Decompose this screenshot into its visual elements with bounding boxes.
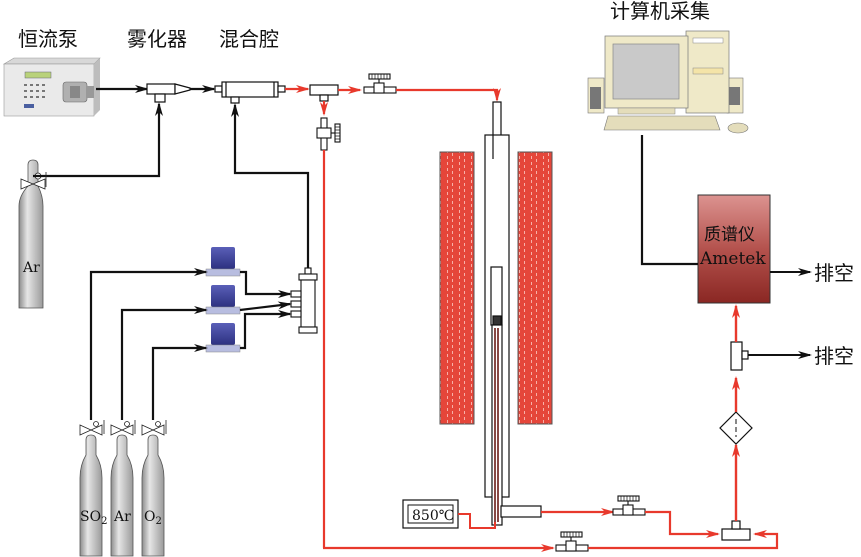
atomizer <box>146 83 191 103</box>
temperature-display: 850℃ <box>402 499 459 529</box>
cylinder-gas-label: O2 <box>144 509 162 527</box>
cylinder-gas-label: SO2 <box>80 509 107 527</box>
tee-junction <box>730 341 749 371</box>
gas-manifold <box>290 267 318 334</box>
cylinder-gas-label: Ar <box>113 509 131 525</box>
cylinder-gas-label: Ar <box>22 260 40 276</box>
mixing-chamber <box>214 81 286 104</box>
argon-cylinder: Ar <box>110 420 136 557</box>
o2-cylinder: O2 <box>141 420 167 557</box>
mass-flow-controller <box>205 247 241 277</box>
furnace-heater-left <box>439 151 475 425</box>
computer-workstation <box>587 30 749 134</box>
pump-label: 恒流泵 <box>18 27 78 51</box>
needle-valve[interactable] <box>555 531 589 552</box>
filter <box>719 411 753 445</box>
mass-spec-label: 质谱仪 <box>704 225 755 245</box>
mass-flow-controller <box>205 323 241 353</box>
so2-cylinder: SO2 <box>79 420 107 557</box>
atomizer-label: 雾化器 <box>127 27 187 51</box>
temperature-value: 850℃ <box>412 508 454 524</box>
furnace-heater-right <box>517 151 553 425</box>
needle-valve[interactable] <box>316 117 341 151</box>
mass-flow-controller <box>205 285 241 315</box>
mixing-chamber-label: 混合腔 <box>219 27 279 51</box>
needle-valve[interactable] <box>363 73 397 94</box>
quartz-reactor-tube <box>484 101 542 526</box>
mass-spec-brand: Ametek <box>699 249 766 269</box>
constant-flow-pump <box>2 57 101 117</box>
vent-label-2: 排空 <box>814 344 854 368</box>
needle-valve[interactable] <box>612 495 646 516</box>
tee-junction <box>309 84 339 102</box>
argon-cylinder-atomizer: Ar <box>18 159 46 309</box>
vent-label-1: 排空 <box>814 261 854 285</box>
mass-spectrometer: 质谱仪 Ametek <box>697 194 771 304</box>
computer-label: 计算机采集 <box>610 0 710 23</box>
tee-junction <box>721 520 751 541</box>
